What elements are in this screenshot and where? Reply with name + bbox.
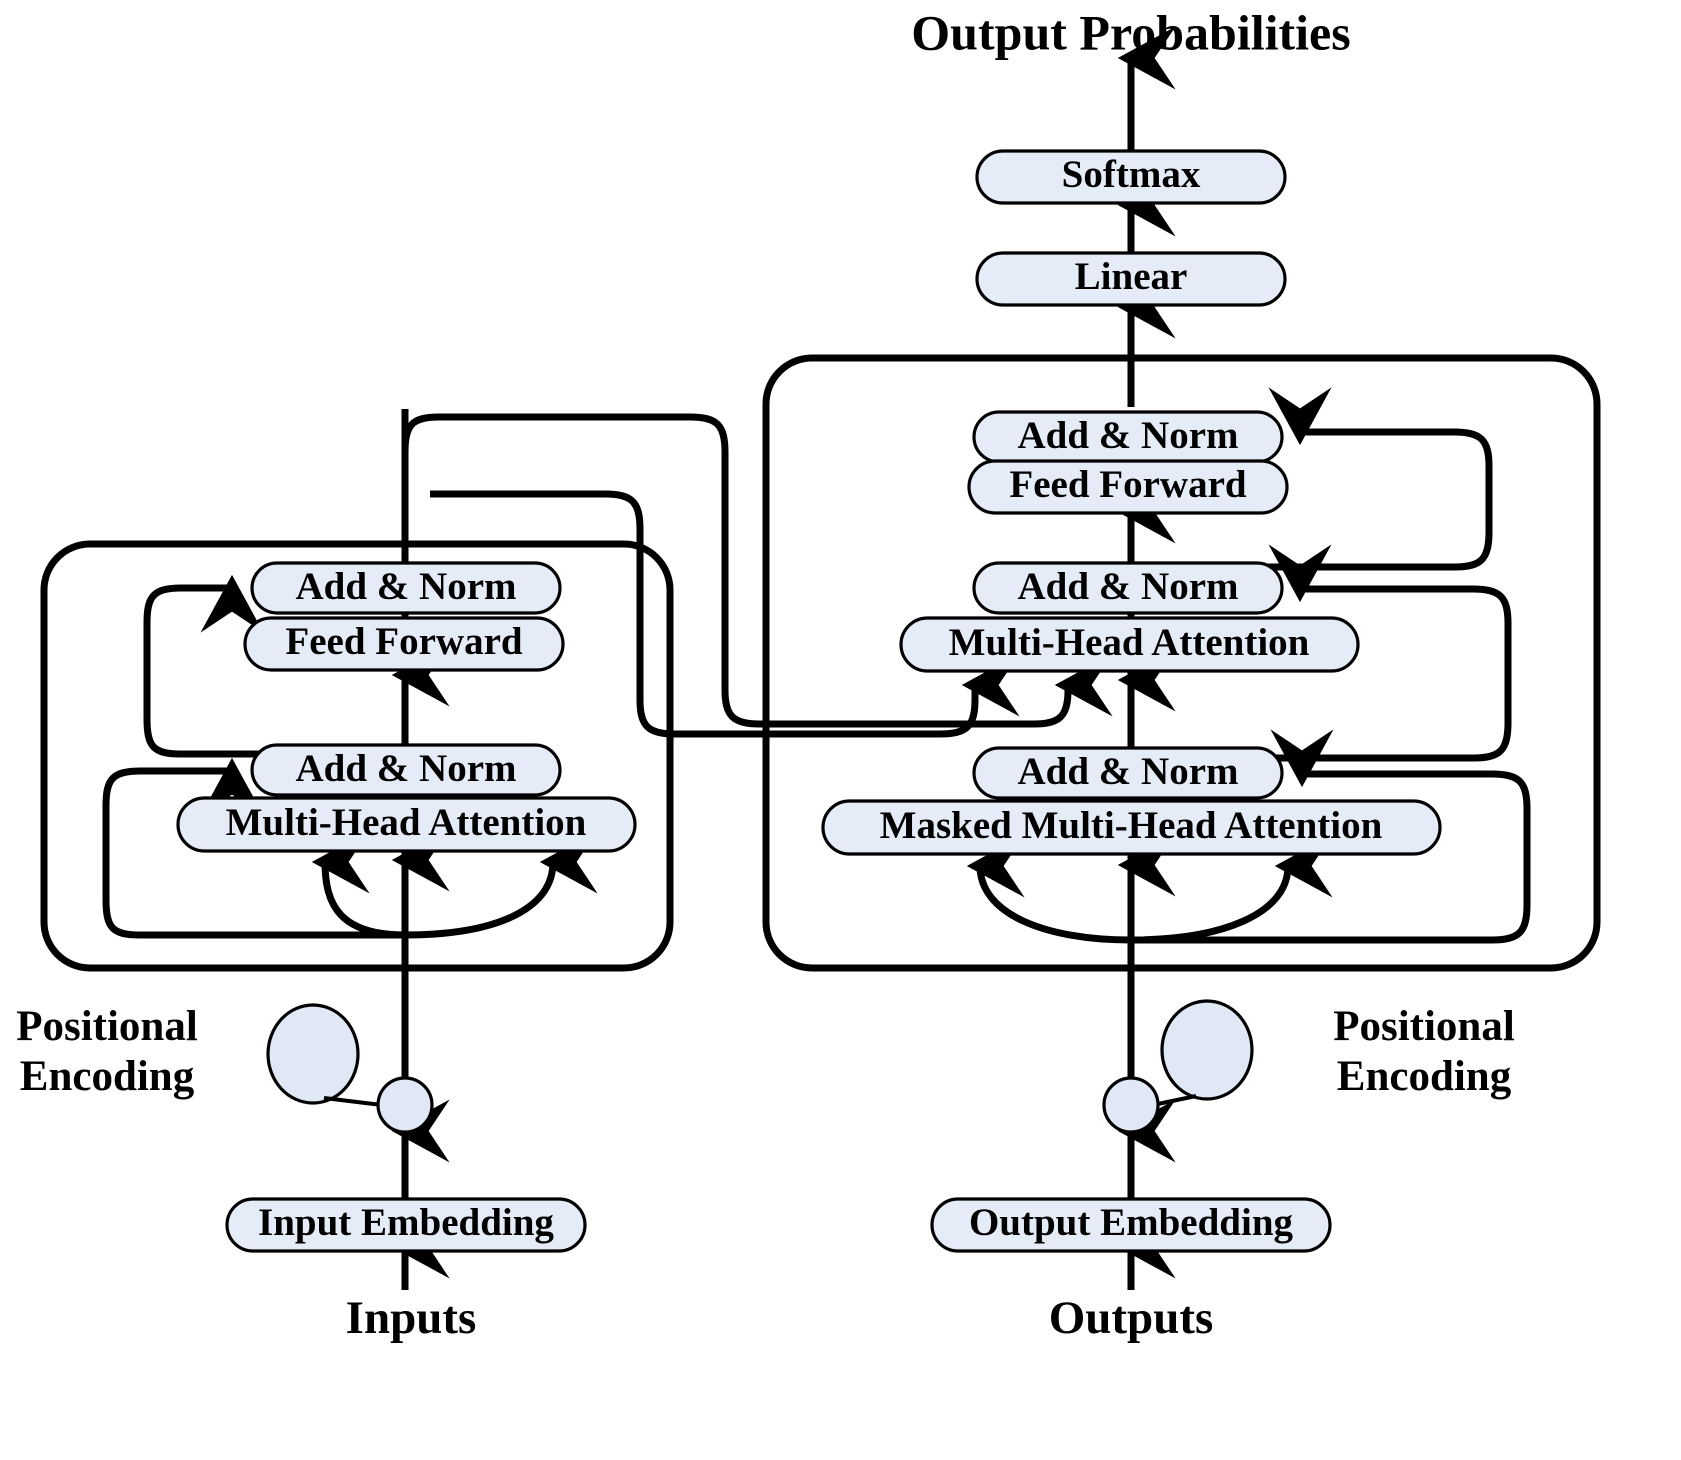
positional-encoding-right-label-line2: Encoding — [1337, 1053, 1512, 1100]
encoder-stack-container — [40, 540, 674, 972]
encoder-block-multi-head-attention[interactable]: Multi-Head Attention — [176, 796, 637, 853]
decoder-self-attn-pill[interactable] — [821, 799, 1442, 856]
decoder-block-masked-multi-head-attention[interactable]: Masked Multi-Head Attention — [821, 799, 1442, 856]
decoder-self-addnorm-pill[interactable] — [972, 746, 1284, 800]
output-embedding-block[interactable]: Output Embedding — [930, 1197, 1332, 1253]
positional-encoding-left-blob — [266, 1003, 360, 1105]
linear-block[interactable]: Linear — [975, 251, 1287, 307]
encoder-ffn-addnorm-label: Add & Norm — [296, 565, 517, 608]
input-embedding-pill[interactable] — [225, 1197, 587, 1253]
positional-encoding-left-label-line1: Positional — [16, 1003, 198, 1050]
decoder-ffn-label: Feed Forward — [1009, 463, 1246, 506]
positional-add-circle-left — [376, 1076, 434, 1134]
encoder-attn-pill[interactable] — [176, 796, 637, 853]
outputs-label: Outputs — [1049, 1292, 1214, 1344]
decoder-self-attn-fanout-right — [1130, 834, 1333, 944]
output-embedding-pill[interactable] — [930, 1197, 1332, 1253]
decoder-ffn-pill[interactable] — [967, 459, 1289, 515]
encoder-residual-attention — [102, 757, 405, 939]
positional-encoding-right-connector — [1152, 1094, 1197, 1107]
decoder-cross-attn-pill[interactable] — [899, 616, 1360, 673]
linear-label: Linear — [1075, 255, 1188, 298]
encoder-ffn-label: Feed Forward — [285, 620, 522, 663]
decoder-self-attn-label: Masked Multi-Head Attention — [880, 804, 1383, 847]
decoder-block-feed-forward[interactable]: Feed Forward — [967, 459, 1289, 515]
decoder-block-multi-head-attention[interactable]: Multi-Head Attention — [899, 616, 1360, 673]
output-embedding-label: Output Embedding — [969, 1201, 1294, 1244]
output-probabilities-label: Output Probabilities — [911, 4, 1350, 60]
encoder-attn-addnorm-label: Add & Norm — [296, 747, 517, 790]
positional-encoding-right-label-line1: Positional — [1333, 1003, 1515, 1050]
decoder-residual-cross-attention — [1131, 544, 1512, 762]
encoder-attn-fanout-left — [311, 830, 406, 939]
encoder-block-add-norm-attn[interactable]: Add & Norm — [250, 743, 562, 797]
softmax-pill[interactable] — [975, 149, 1287, 205]
positional-add-circle-right — [1102, 1076, 1160, 1134]
input-embedding-label: Input Embedding — [258, 1201, 554, 1244]
input-embedding-block[interactable]: Input Embedding — [225, 1197, 587, 1253]
decoder-residual-self-attention — [1131, 729, 1531, 944]
decoder-self-addnorm-label: Add & Norm — [1018, 750, 1239, 793]
decoder-self-attn-fanout-left — [966, 834, 1132, 944]
decoder-ffn-addnorm-label: Add & Norm — [1018, 414, 1239, 457]
decoder-block-add-norm-ffn[interactable]: Add & Norm — [972, 410, 1284, 464]
positional-encoding-left-label-line2: Encoding — [20, 1053, 195, 1100]
decoder-residual-ffn — [1131, 387, 1493, 571]
encoder-attn-fanout-right — [404, 830, 598, 939]
encoder-block-add-norm-ffn[interactable]: Add & Norm — [250, 561, 562, 615]
decoder-cross-addnorm-pill[interactable] — [972, 561, 1284, 615]
inputs-label: Inputs — [346, 1292, 477, 1344]
softmax-block[interactable]: Softmax — [975, 149, 1287, 205]
decoder-cross-attn-label: Multi-Head Attention — [949, 621, 1310, 664]
positional-encoding-right-blob — [1160, 999, 1254, 1101]
encoder-ffn-addnorm-pill[interactable] — [250, 561, 562, 615]
decoder-stack-container — [762, 354, 1601, 972]
encoder-residual-ffn — [143, 574, 405, 758]
decoder-block-add-norm-self[interactable]: Add & Norm — [972, 746, 1284, 800]
encoder-attn-label: Multi-Head Attention — [226, 801, 587, 844]
decoder-block-add-norm-cross[interactable]: Add & Norm — [972, 561, 1284, 615]
positional-encoding-left-connector — [323, 1096, 383, 1107]
encoder-output-to-decoder-branch — [430, 490, 1020, 738]
encoder-block-feed-forward[interactable]: Feed Forward — [243, 616, 565, 672]
encoder-output-to-decoder-trunk — [401, 413, 1113, 728]
encoder-ffn-pill[interactable] — [243, 616, 565, 672]
linear-pill[interactable] — [975, 251, 1287, 307]
softmax-label: Softmax — [1062, 153, 1201, 196]
encoder-attn-addnorm-pill[interactable] — [250, 743, 562, 797]
decoder-cross-addnorm-label: Add & Norm — [1018, 565, 1239, 608]
